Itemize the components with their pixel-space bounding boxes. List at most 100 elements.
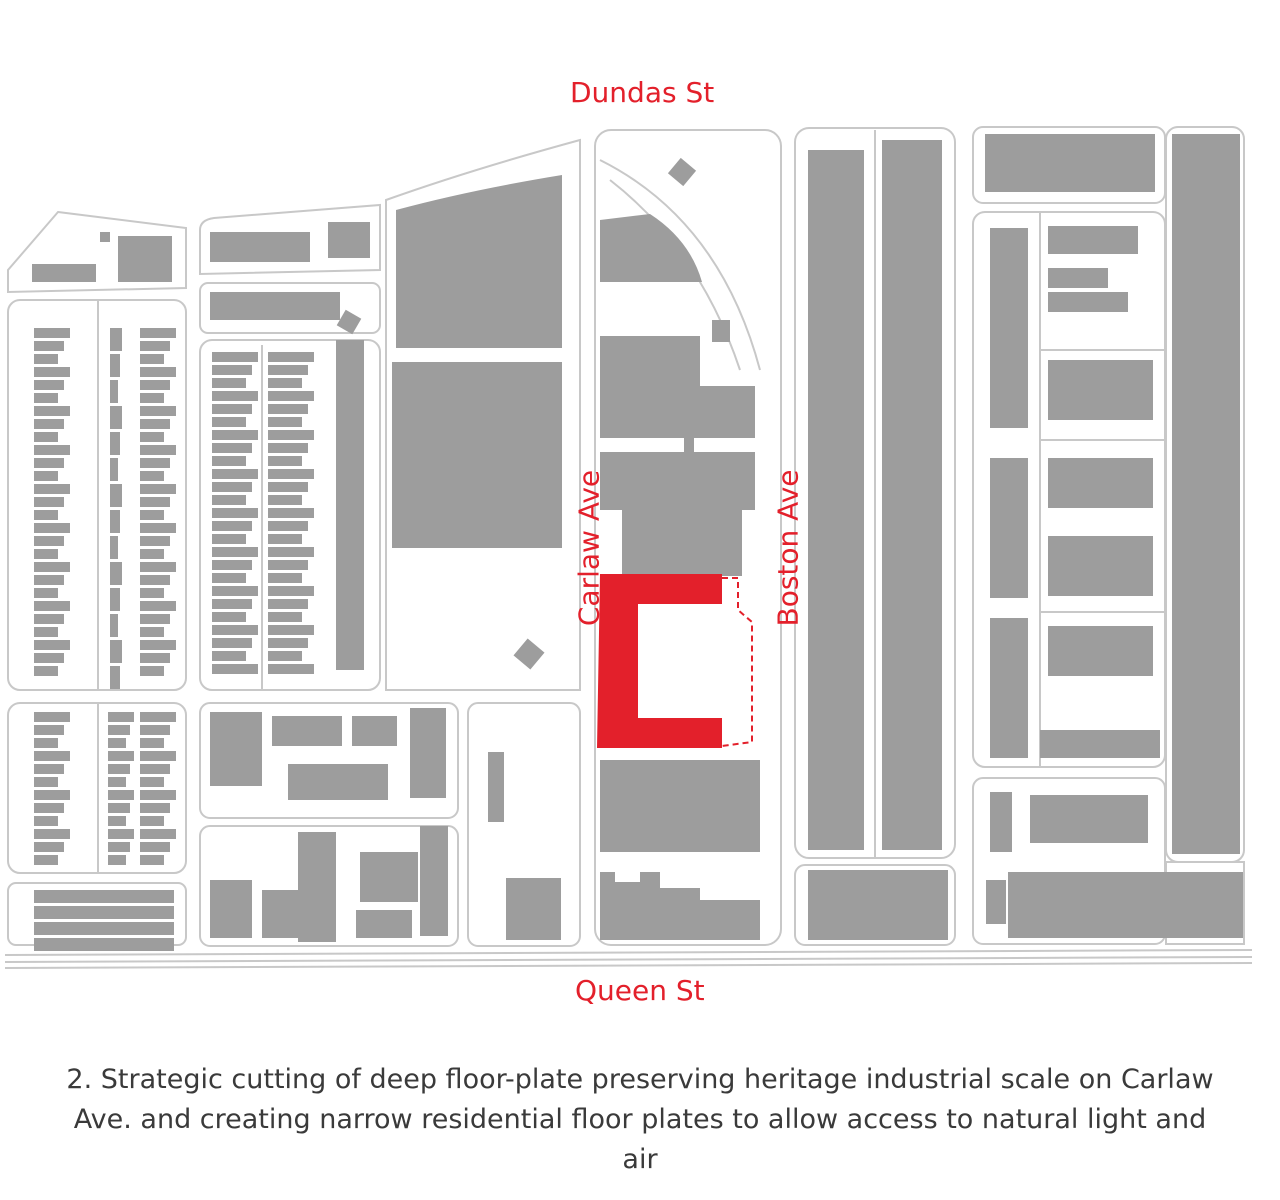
house	[1172, 760, 1226, 770]
house	[140, 816, 164, 826]
house	[108, 816, 126, 826]
house	[34, 523, 70, 533]
house	[1172, 526, 1226, 536]
house	[34, 627, 58, 637]
house	[212, 625, 258, 635]
house	[140, 393, 164, 403]
house	[268, 430, 314, 440]
industrial-building	[396, 175, 562, 348]
house	[108, 738, 126, 748]
house	[140, 536, 170, 546]
house	[34, 601, 70, 611]
house	[110, 458, 118, 481]
house	[268, 352, 314, 362]
building	[262, 890, 298, 938]
house	[1172, 513, 1232, 523]
house	[268, 391, 314, 401]
house	[34, 777, 58, 787]
house	[140, 575, 170, 585]
house	[140, 666, 164, 676]
house	[34, 803, 64, 813]
house	[140, 803, 170, 813]
house	[1172, 773, 1238, 783]
house	[212, 469, 258, 479]
building	[513, 638, 545, 670]
house	[140, 829, 176, 839]
building	[990, 618, 1028, 758]
house	[34, 549, 58, 559]
building	[360, 852, 418, 902]
building	[336, 340, 364, 670]
house	[212, 521, 252, 531]
house	[108, 712, 134, 722]
street-label-queen: Queen St	[575, 974, 705, 1007]
house	[34, 922, 174, 935]
house	[268, 469, 314, 479]
house	[110, 536, 118, 559]
house	[1172, 656, 1238, 666]
block-outline	[199, 203, 381, 276]
house	[110, 328, 122, 351]
house	[110, 614, 118, 637]
street-label-boston: Boston Ave	[771, 469, 805, 627]
building	[488, 752, 504, 822]
house	[34, 653, 64, 663]
house	[108, 855, 126, 865]
house	[212, 404, 252, 414]
house	[140, 471, 164, 481]
house	[268, 378, 302, 388]
building	[1030, 795, 1148, 843]
house	[268, 534, 302, 544]
house	[212, 391, 258, 401]
house	[140, 497, 170, 507]
house	[34, 614, 64, 624]
house	[1172, 799, 1226, 809]
house	[140, 640, 176, 650]
house	[212, 456, 246, 466]
house	[140, 725, 170, 735]
house	[140, 419, 170, 429]
house	[34, 497, 64, 507]
house	[108, 725, 130, 735]
house	[1172, 708, 1232, 718]
house	[140, 751, 176, 761]
house	[1172, 552, 1232, 562]
street-label-dundas: Dundas St	[570, 76, 715, 109]
house	[108, 803, 130, 813]
house	[140, 614, 170, 624]
house	[1172, 500, 1238, 510]
house	[34, 842, 64, 852]
house	[34, 419, 64, 429]
house	[140, 777, 164, 787]
house	[212, 599, 252, 609]
house	[140, 601, 176, 611]
house	[110, 588, 120, 611]
building	[506, 878, 561, 940]
house	[1172, 617, 1238, 627]
house	[140, 842, 170, 852]
house	[212, 534, 246, 544]
building	[667, 157, 697, 187]
house	[34, 725, 64, 735]
residential-row	[808, 150, 864, 850]
house	[140, 354, 164, 364]
building	[100, 232, 110, 242]
house	[268, 495, 302, 505]
industrial-building	[600, 386, 755, 438]
building	[600, 872, 760, 940]
house	[34, 354, 58, 364]
house	[140, 738, 164, 748]
house	[110, 354, 120, 377]
rail-spur	[599, 159, 761, 371]
house	[1172, 747, 1232, 757]
building	[1048, 536, 1153, 596]
house	[268, 456, 302, 466]
house	[34, 855, 58, 865]
house	[212, 547, 258, 557]
building	[210, 880, 252, 938]
house	[268, 547, 314, 557]
block-outline	[385, 138, 581, 691]
house	[34, 764, 64, 774]
figure-caption: 2. Strategic cutting of deep floor-plate…	[66, 1064, 1214, 1175]
